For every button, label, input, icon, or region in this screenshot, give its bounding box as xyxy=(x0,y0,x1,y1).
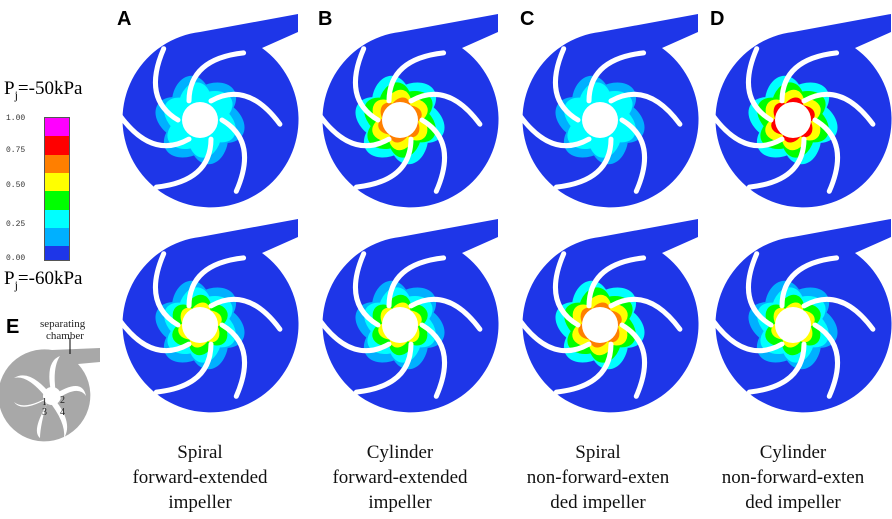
panel-label-b: B xyxy=(318,8,333,30)
panel-label-c: C xyxy=(520,8,535,30)
legend-bottom-title: Pj=-60kPa xyxy=(4,268,83,292)
colorbar-band xyxy=(45,154,69,173)
region-number: 1 xyxy=(42,397,47,408)
separating-chamber-label: separating xyxy=(40,318,86,330)
colorbar-band xyxy=(45,118,69,137)
colorbar-band xyxy=(45,172,69,192)
separating-chamber-label-2: chamber xyxy=(46,330,84,342)
panel-label-d: D xyxy=(710,8,725,30)
colorbar-band xyxy=(45,227,69,247)
colorbar-band xyxy=(45,209,69,228)
legend-tick: 0.25 xyxy=(6,220,26,229)
pump-contour-b-top xyxy=(317,14,499,208)
legend-tick: 0.50 xyxy=(6,181,26,190)
pump-contour-c-bottom xyxy=(517,219,699,413)
legend-top-title: Pj=-50kPa xyxy=(4,78,83,102)
pump-contour-a-bottom xyxy=(117,219,299,413)
pump-schematic-e xyxy=(0,338,100,442)
colorbar-band xyxy=(45,246,69,260)
legend-tick: 0.00 xyxy=(6,254,26,263)
region-number: 3 xyxy=(42,407,47,418)
legend-tick: 1.00 xyxy=(6,114,26,123)
legend-colorbar xyxy=(44,117,70,261)
region-number: 2 xyxy=(60,395,65,406)
colorbar-band xyxy=(45,191,69,210)
legend-tick: 0.75 xyxy=(6,146,26,155)
pump-contour-d-top xyxy=(710,14,892,208)
pump-contour-c-top xyxy=(517,14,699,208)
colorbar-band xyxy=(45,136,69,155)
pump-contour-a-top xyxy=(117,14,299,208)
pump-contour-d-bottom xyxy=(710,219,892,413)
panel-label-a: A xyxy=(117,8,132,30)
panel-label-e: E xyxy=(6,316,20,338)
pump-contour-b-bottom xyxy=(317,219,499,413)
region-number: 4 xyxy=(60,407,65,418)
